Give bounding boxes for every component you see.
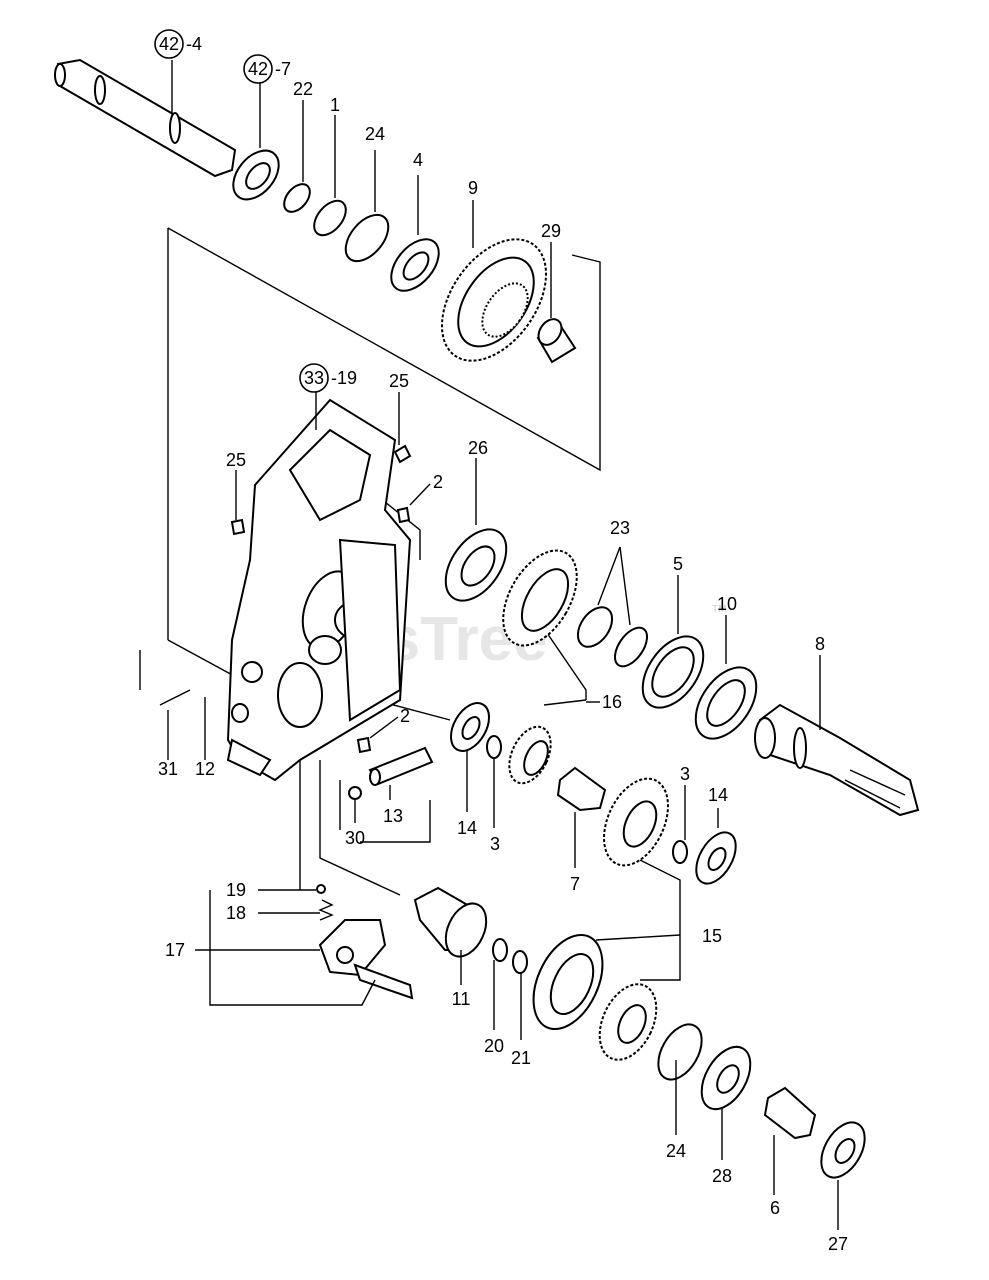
seal-10 [694, 666, 758, 740]
callout-ref: 42 [159, 34, 179, 54]
rings-22-1-24 [283, 183, 390, 263]
rod-13 [368, 746, 434, 786]
bearing-28 [700, 1045, 752, 1111]
label-22: 22 [293, 79, 313, 99]
bearing-14-left [450, 702, 490, 752]
bearing-27 [820, 1121, 866, 1179]
label-24-lower: 24 [666, 1141, 686, 1161]
ring-21 [512, 950, 528, 974]
trademark-mark: TM [712, 604, 726, 615]
label-10: 10 [717, 594, 737, 614]
label-13: 13 [383, 806, 403, 826]
spring-18 [318, 899, 334, 921]
label-28: 28 [712, 1166, 732, 1186]
label-27: 27 [828, 1234, 848, 1254]
bearing-14-right [695, 831, 737, 885]
shaft-42-4 [54, 58, 237, 178]
gear-15-lower [598, 983, 658, 1061]
label-12: 12 [195, 759, 215, 779]
label-7: 7 [570, 874, 580, 894]
shaft-7 [556, 766, 607, 812]
callout-circle [299, 363, 329, 393]
label-16: 16 [602, 692, 622, 712]
leader-lines [159, 60, 839, 1230]
bearing-26 [444, 528, 508, 602]
label-1: 1 [330, 95, 340, 115]
ball-19 [316, 884, 326, 894]
label-3-left: 3 [490, 834, 500, 854]
callout-circle [154, 29, 184, 59]
gear-16-small [508, 725, 552, 785]
label-19: 19 [226, 880, 246, 900]
ring-30 [348, 786, 362, 800]
bolts-25-2 [230, 444, 412, 754]
callout-suffix: -4 [186, 34, 202, 54]
label-26: 26 [468, 438, 488, 458]
callout-suffix: -7 [275, 59, 291, 79]
label-8: 8 [815, 634, 825, 654]
rings-23 [576, 606, 648, 668]
label-14-right: 14 [708, 785, 728, 805]
sleeve-11 [413, 886, 488, 958]
gear-9 [440, 238, 548, 362]
callout-circle [243, 54, 273, 84]
label-29: 29 [541, 221, 561, 241]
label-31: 31 [158, 759, 178, 779]
label-14-left: 14 [457, 818, 477, 838]
label-9: 9 [468, 178, 478, 198]
ring-20 [492, 938, 508, 962]
label-3-right: 3 [680, 764, 690, 784]
shaft-6 [763, 1086, 817, 1140]
label-5: 5 [673, 554, 683, 574]
seal-5 [641, 635, 705, 709]
label-11: 11 [452, 989, 471, 1009]
callout-33-19: 33 -19 [299, 363, 357, 393]
washer-3-right [672, 840, 688, 864]
label-23: 23 [610, 518, 630, 538]
label-25-left: 25 [226, 450, 246, 470]
ring-24-lower [657, 1023, 703, 1081]
label-15: 15 [702, 926, 722, 946]
label-18: 18 [226, 903, 246, 923]
collar-29 [536, 318, 577, 364]
callout-42-4: 42 -4 [154, 29, 202, 59]
label-4: 4 [413, 150, 423, 170]
part-labels: 22 1 24 4 9 29 25 25 2 26 23 5 10 8 16 3… [158, 79, 848, 1254]
label-30: 30 [345, 828, 365, 848]
callout-ref: 42 [248, 59, 268, 79]
label-21: 21 [511, 1048, 531, 1068]
label-25-right: 25 [389, 371, 409, 391]
washer-3-left [486, 735, 502, 759]
bearing-42-7 [232, 149, 280, 201]
callout-42-7: 42 -7 [243, 54, 291, 84]
callout-ref: 33 [304, 368, 324, 388]
shift-fork-17 [318, 919, 414, 1000]
label-2-upper: 2 [433, 472, 443, 492]
label-24-upper: 24 [365, 124, 385, 144]
label-17: 17 [165, 940, 185, 960]
shaft-8 [754, 703, 920, 817]
hub-15 [532, 933, 604, 1031]
bearing-4 [390, 238, 440, 292]
gear-16-large [502, 549, 578, 647]
callout-suffix: -19 [331, 368, 357, 388]
label-2-lower: 2 [400, 706, 410, 726]
label-6: 6 [770, 1198, 780, 1218]
gear-15-upper [603, 777, 669, 867]
housing-33-19 [226, 398, 412, 782]
label-20: 20 [484, 1036, 504, 1056]
